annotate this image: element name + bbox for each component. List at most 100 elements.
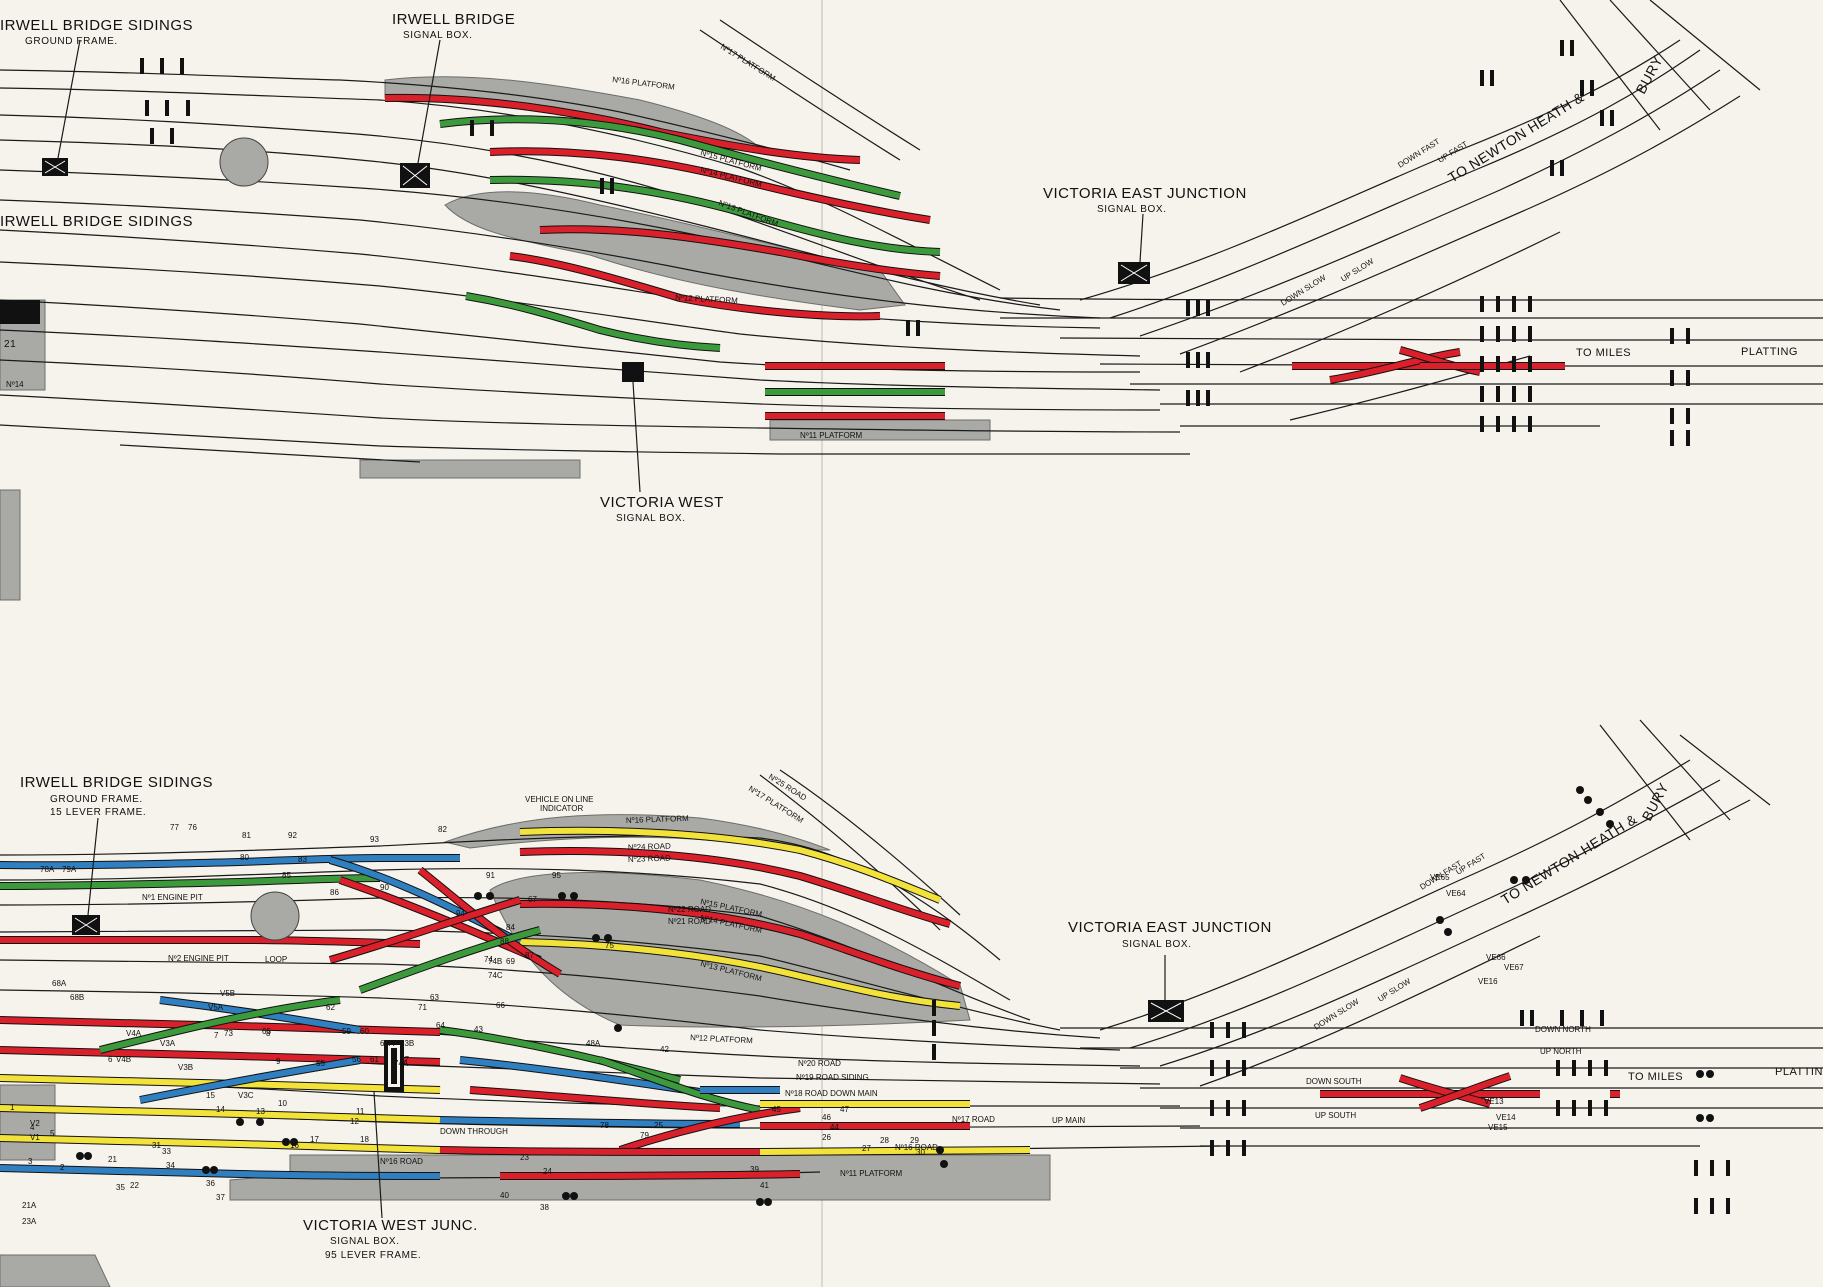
top-signal-post-60 (1550, 160, 1554, 176)
lever-number-17: 17 (310, 1135, 319, 1144)
route-bottom-16 (418, 867, 562, 977)
top-platform-label-6: Nº12 PLATFORM (675, 293, 739, 305)
bottom-signal-post-18 (1556, 1060, 1560, 1076)
running-line-top-11 (0, 359, 1161, 411)
top-signal-post-36 (1480, 386, 1484, 402)
colour-light-head-13 (1522, 876, 1530, 884)
top-signal-post-17 (1206, 300, 1210, 316)
top-signal-post-47 (1686, 370, 1690, 386)
running-line-top-25 (1179, 95, 1741, 355)
colour-light-head-14 (1576, 786, 1584, 794)
signal-code-VE13: VE13 (1484, 1097, 1504, 1106)
lever-number-82: 82 (438, 825, 447, 834)
label-up-slow: UP SLOW (1339, 256, 1375, 283)
signal-code-79A: 79A (62, 865, 77, 874)
signal-code-VE65: VE65 (1430, 873, 1450, 882)
label-irwell-sidings-bottom-line1: IRWELL BRIDGE SIDINGS (20, 774, 213, 791)
bottom-platform-label-5: Nº23 ROAD (628, 853, 671, 864)
lever-number-94: 94 (456, 909, 465, 918)
label-victoria-west-bottom-line1: VICTORIA WEST JUNC. (303, 1217, 478, 1234)
top-labels: IRWELL BRIDGE SIDINGS GROUND FRAME. IRWE… (0, 11, 1797, 524)
running-line-bottom-22 (1159, 799, 1751, 1067)
lever-number-5: 5 (50, 1129, 55, 1138)
leader-irwell-sidings (57, 39, 81, 159)
lever-number-73: 73 (224, 1029, 233, 1038)
running-line-top-14 (119, 444, 421, 463)
label-up-south: UP SOUTH (1315, 1111, 1356, 1120)
lever-number-88: 88 (500, 937, 509, 946)
lever-number-11: 11 (356, 1107, 365, 1116)
platform-left-edge (0, 489, 21, 601)
signal-code-VE15: VE15 (1488, 1123, 1508, 1132)
label-fragment-21: 21 (4, 339, 16, 350)
colour-light-head-5 (592, 934, 600, 942)
running-line-top-30 (1559, 0, 1661, 131)
running-line-top-17 (1059, 337, 1823, 341)
route-bottom-24 (469, 1087, 721, 1111)
leader-victoria-east-top (1139, 213, 1144, 263)
bottom-signal-post-12 (1242, 1140, 1246, 1156)
top-signal-post-20 (1206, 352, 1210, 368)
running-line-top-22 (1079, 39, 1681, 301)
running-line-bottom-26 (1599, 724, 1691, 841)
label-victoria-west-bottom-line2: SIGNAL BOX. (330, 1236, 400, 1247)
signal-code-V3B: V3B (178, 1063, 193, 1072)
colour-light-head-33 (764, 1198, 772, 1206)
top-signal-post-52 (1480, 70, 1484, 86)
colour-light-head-8 (936, 1146, 944, 1154)
bottom-platform-label-14: Nº18 ROAD DOWN MAIN (785, 1089, 878, 1098)
colour-light-head-19 (1706, 1070, 1714, 1078)
bottom-signal-post-5 (1226, 1060, 1230, 1076)
lever-number-76: 76 (188, 823, 197, 832)
lever-number-15: 15 (206, 1091, 215, 1100)
lever-number-90: 90 (380, 883, 389, 892)
signal-box-victoria-east-bottom (1148, 1000, 1184, 1022)
bottom-signal-post-20 (1588, 1060, 1592, 1076)
colour-light-head-20 (1696, 1114, 1704, 1122)
label-bury-bottom: BURY (1639, 780, 1672, 824)
lever-number-87: 87 (525, 951, 534, 960)
bottom-signal-post-17 (1600, 1010, 1604, 1026)
signal-code-VE67: VE67 (1504, 963, 1524, 972)
bottom-signal-post-26 (1694, 1160, 1698, 1176)
colour-light-head-25 (290, 1138, 298, 1146)
top-signal-post-46 (1670, 370, 1674, 386)
top-signal-post-56 (1580, 80, 1584, 96)
colour-light-head-18 (1696, 1070, 1704, 1078)
label-irwell-sidings-bottom-line2: GROUND FRAME. (50, 794, 143, 805)
lever-number-61: 61 (370, 1055, 379, 1064)
top-signal-post-38 (1512, 386, 1516, 402)
signal-box-irwell-sidings-bottom (72, 915, 100, 935)
top-signal-post-6 (186, 100, 190, 116)
turntable-top (219, 137, 269, 187)
lever-number-26: 26 (822, 1133, 831, 1142)
running-line-top-8 (0, 261, 1141, 357)
lever-number-81: 81 (242, 831, 251, 840)
route-bottom-11 (0, 1105, 441, 1123)
signal-code-VE16: VE16 (1478, 977, 1498, 986)
label-engine-pit-1: Nº1 ENGINE PIT (142, 893, 203, 902)
signal-box-irwell-bridge (400, 163, 430, 188)
platform-strip-lower-left (359, 459, 581, 479)
lever-number-7: 7 (214, 1031, 219, 1040)
running-line-bottom-6 (0, 989, 1121, 1051)
colour-light-head-27 (210, 1166, 218, 1174)
bottom-signal-post-30 (1710, 1198, 1714, 1214)
platform-island-top-main (444, 191, 906, 311)
signal-box-victoria-east-top (1118, 262, 1150, 284)
top-signal-post-21 (1186, 390, 1190, 406)
label-irwell-box-line2: SIGNAL BOX. (403, 30, 473, 41)
top-signal-post-58 (1600, 110, 1604, 126)
running-line-top-13 (0, 424, 1190, 455)
top-routes (384, 93, 1565, 420)
lever-number-33: 33 (162, 1147, 171, 1156)
colour-light-head-17 (1606, 820, 1614, 828)
top-signal-post-39 (1528, 386, 1532, 402)
bottom-signal-post-2 (1226, 1022, 1230, 1038)
top-signal-post-30 (1512, 326, 1516, 342)
route-top-7 (465, 293, 721, 351)
route-bottom-6 (0, 875, 381, 889)
lever-number-18: 18 (360, 1135, 369, 1144)
route-bottom-4 (519, 939, 961, 1009)
bottom-signal-post-10 (1210, 1140, 1214, 1156)
